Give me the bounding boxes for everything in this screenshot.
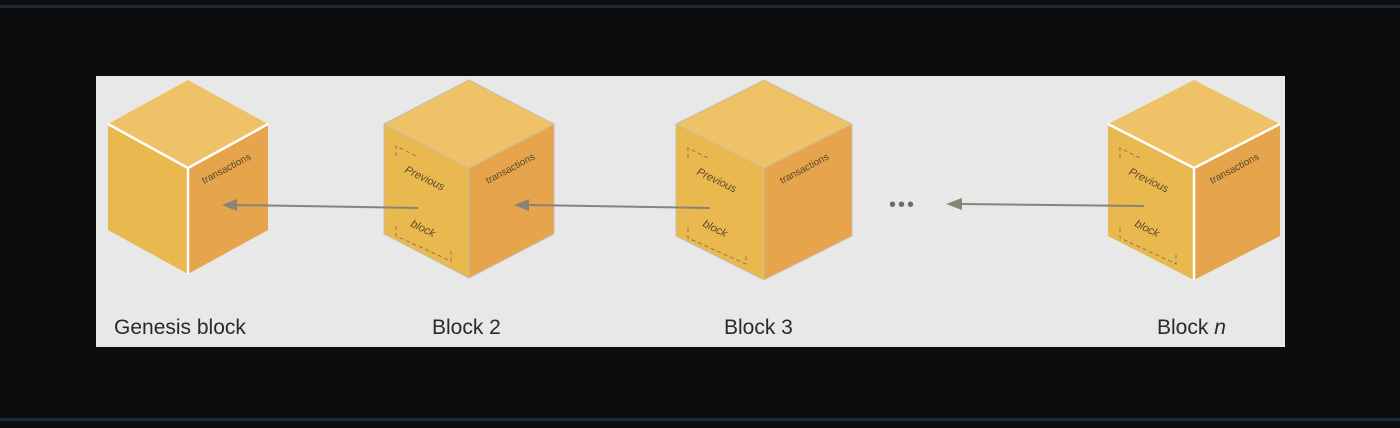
ellipsis-dots: ••• xyxy=(889,194,916,216)
block-3-cube: Previous block transactions xyxy=(675,79,853,281)
block-2-label: Block 2 xyxy=(432,316,501,339)
blockchain-diagram: transactions Previous block transactions xyxy=(107,79,1281,281)
arrow-block-3-to-block-2 xyxy=(514,199,711,211)
block-3-label: Block 3 xyxy=(724,316,793,339)
blockchain-diagram-panel: transactions Previous block transactions xyxy=(96,76,1285,347)
block-n-label-italic: n xyxy=(1214,316,1226,339)
block-2-cube: Previous block transactions xyxy=(383,79,555,279)
block-n-cube: Previous block transactions xyxy=(1107,80,1281,280)
arrow-block-2-to-genesis xyxy=(222,199,419,211)
top-border-line xyxy=(0,5,1400,8)
bottom-border-line xyxy=(0,418,1400,421)
block-n-label-prefix: Block xyxy=(1157,316,1215,339)
arrow-block-n-to-ellipsis xyxy=(946,198,1145,210)
block-n-label: Block n xyxy=(1157,316,1226,340)
genesis-block-label: Genesis block xyxy=(114,316,246,339)
genesis-block-cube: transactions xyxy=(107,80,269,274)
